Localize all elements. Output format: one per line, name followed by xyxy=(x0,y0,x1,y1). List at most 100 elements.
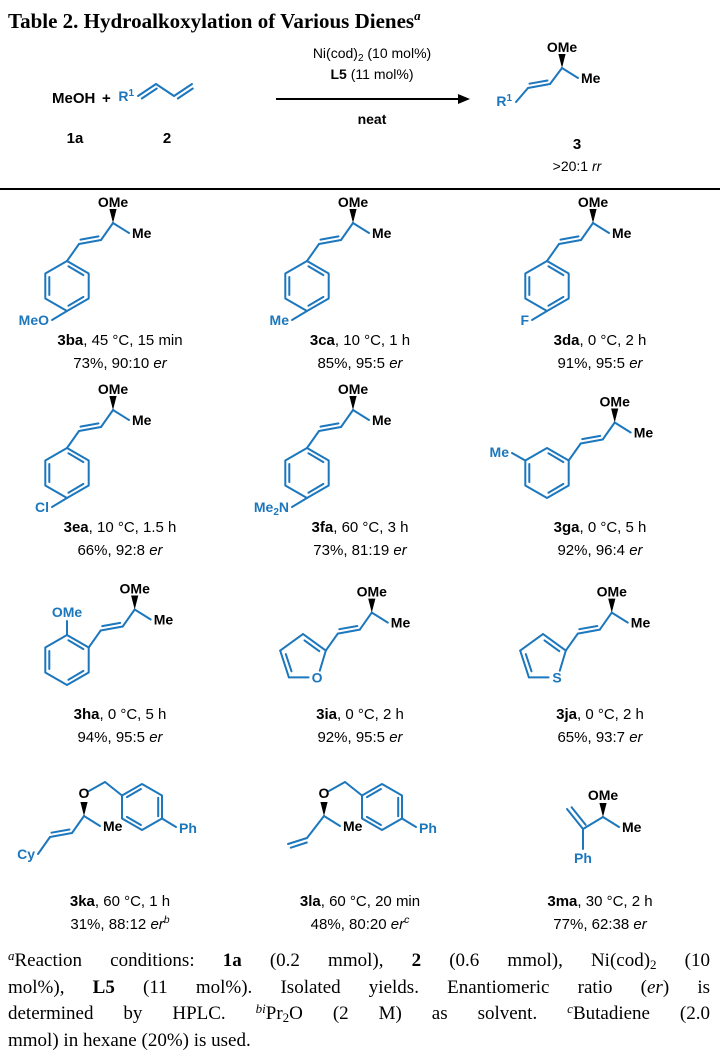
plus-sign: + xyxy=(102,90,111,107)
wedge-bond xyxy=(109,209,117,223)
skeleton xyxy=(44,608,152,686)
compound-grid: OMe Me MeO 3ba, 45 °C, 15 min 73%, 90:10… xyxy=(0,192,720,940)
structure-3ja: S OMe Me xyxy=(519,584,651,686)
compound-result: 85%, 95:5 er xyxy=(317,355,403,372)
substituent-label: OMe xyxy=(52,604,83,620)
me-label: Me xyxy=(132,225,152,241)
compound-id: 3da xyxy=(553,332,580,349)
compound-conditions: , 0 °C, 2 h xyxy=(579,332,647,349)
wedge-bond xyxy=(368,598,376,613)
compound-conditions: , 45 °C, 15 min xyxy=(83,332,183,349)
label-3: 3 xyxy=(572,136,582,153)
ligand-line: L5 (11 mol%) xyxy=(330,66,414,82)
product-skeleton xyxy=(515,67,579,103)
compound-id: 3ga xyxy=(553,519,580,536)
compound-cell-3ga: OMe Me Me 3ga, 0 °C, 5 h 92%, 96:4 er xyxy=(480,379,720,566)
compound-conditions: , 60 °C, 3 h xyxy=(333,519,409,536)
structure-3ba: OMe Me MeO xyxy=(19,196,152,328)
footnote-line-2: mol%), L5 (11 mol%). Isolated yields. En… xyxy=(8,977,711,998)
compound-cell-3ba: OMe Me MeO 3ba, 45 °C, 15 min 73%, 90:10… xyxy=(0,192,240,379)
compound-result: 92%, 95:5 er xyxy=(317,729,403,746)
compound-id: 3ma xyxy=(547,893,578,910)
compound-caption: 3ia, 0 °C, 2 h xyxy=(240,705,480,724)
wedge-bond xyxy=(599,803,607,817)
skeleton xyxy=(566,806,620,850)
structure-3ia: O OMe Me xyxy=(279,584,411,686)
compound-conditions: , 10 °C, 1 h xyxy=(334,332,411,349)
footnote-line-1: aReaction conditions: 1a (0.2 mmol), 2 (… xyxy=(8,948,710,972)
compound-caption: 3ka, 60 °C, 1 h xyxy=(0,892,240,911)
compound-conditions: , 0 °C, 2 h xyxy=(576,706,644,723)
conditions-above-arrow: Ni(cod)2 (10 mol%) L5 (11 mol%) xyxy=(262,44,482,83)
wedge-bond xyxy=(589,209,597,223)
skeleton xyxy=(279,611,389,679)
compound-id: 3la xyxy=(299,893,321,910)
substituent-label: Me xyxy=(270,312,290,328)
compound-cell-3da: OMe Me F 3da, 0 °C, 2 h 91%, 95:5 er xyxy=(480,192,720,379)
heteroatom-label: S xyxy=(552,670,561,686)
compound-id: 3fa xyxy=(311,519,334,536)
me-label: Me xyxy=(634,425,654,441)
compound-conditions: , 0 °C, 2 h xyxy=(336,706,404,723)
compound-result: 31%, 88:12 erb xyxy=(70,914,170,933)
skeleton xyxy=(524,222,610,321)
ome-label: OMe xyxy=(98,383,129,397)
compound-result: 65%, 93:7 er xyxy=(557,729,643,746)
ome-label: OMe xyxy=(547,40,578,55)
cyclohexyl-label: Cy xyxy=(17,846,35,862)
footnote-line-4: mmol) in hexane (20%) is used. xyxy=(8,1030,251,1051)
structure-3ma: OMe Me Ph xyxy=(566,787,642,866)
structure-3ka: Cy O Me Ph xyxy=(17,781,197,862)
substituent-label: Cl xyxy=(35,499,49,515)
compound-caption: 3fa, 60 °C, 3 h xyxy=(240,518,480,537)
compound-id: 3ca xyxy=(309,332,335,349)
compound-cell-3ka: Cy O Me Ph 3ka, 60 °C, 1 h 31%, 88:12 er… xyxy=(0,753,240,940)
ome-label: OMe xyxy=(578,196,609,210)
compound-cell-3ma: OMe Me Ph 3ma, 30 °C, 2 h 77%, 62:38 er xyxy=(480,753,720,940)
heteroatom-label: O xyxy=(312,670,323,686)
diene-structure: R1 xyxy=(118,83,194,104)
compound-cell-3ia: O OMe Me 3ia, 0 °C, 2 h 92%, 95:5 er xyxy=(240,566,480,753)
oxygen-label: O xyxy=(319,785,330,801)
me-label: Me xyxy=(372,412,392,428)
methanol-label: MeOH xyxy=(52,90,96,107)
wedge-bond xyxy=(611,408,619,423)
compound-id: 3ja xyxy=(556,706,577,723)
compound-caption: 3ba, 45 °C, 15 min xyxy=(0,331,240,350)
footnote-line-3: determined by HPLC. biPr2O (2 M) as solv… xyxy=(8,1001,711,1025)
me-label: Me xyxy=(612,225,632,241)
substituent-label: MeO xyxy=(19,312,49,328)
substituent-label: Me2N xyxy=(254,499,289,518)
skeleton xyxy=(284,222,370,321)
compound-caption: 3ga, 0 °C, 5 h xyxy=(480,518,720,537)
structure-3ha: OMe Me OMe xyxy=(44,581,173,686)
oxygen-label: O xyxy=(79,785,90,801)
skeleton xyxy=(519,611,629,679)
compound-conditions: , 10 °C, 1.5 h xyxy=(88,519,177,536)
compound-caption: 3ca, 10 °C, 1 h xyxy=(240,331,480,350)
reaction-scheme: MeOH + R1 1a 2 Ni(cod)2 (10 mol%) L5 (11… xyxy=(0,36,720,188)
me-label: Me xyxy=(631,615,651,631)
r1-label: R1 xyxy=(118,88,134,104)
table-title-footnote-marker: a xyxy=(414,8,421,23)
wedge-bond xyxy=(558,54,566,68)
r1-label: R1 xyxy=(496,93,512,109)
scheme-divider xyxy=(0,188,720,190)
compound-cell-3ha: OMe Me OMe 3ha, 0 °C, 5 h 94%, 95:5 er xyxy=(0,566,240,753)
reaction-arrow xyxy=(276,94,470,104)
regioselectivity-label: >20:1 rr xyxy=(552,158,602,174)
wedge-bond xyxy=(131,595,139,610)
skeleton xyxy=(37,781,177,855)
compound-caption: 3da, 0 °C, 2 h xyxy=(480,331,720,350)
ome-label: OMe xyxy=(338,383,369,397)
label-1a: 1a xyxy=(66,130,84,147)
wedge-bond xyxy=(80,802,88,816)
phenyl-label: Ph xyxy=(419,820,437,836)
me-label: Me xyxy=(391,615,411,631)
ome-label: OMe xyxy=(600,394,631,410)
compound-conditions: , 0 °C, 5 h xyxy=(99,706,167,723)
compound-conditions: , 0 °C, 5 h xyxy=(579,519,647,536)
ome-label: OMe xyxy=(98,196,129,210)
substituent-label: Me xyxy=(490,444,510,460)
